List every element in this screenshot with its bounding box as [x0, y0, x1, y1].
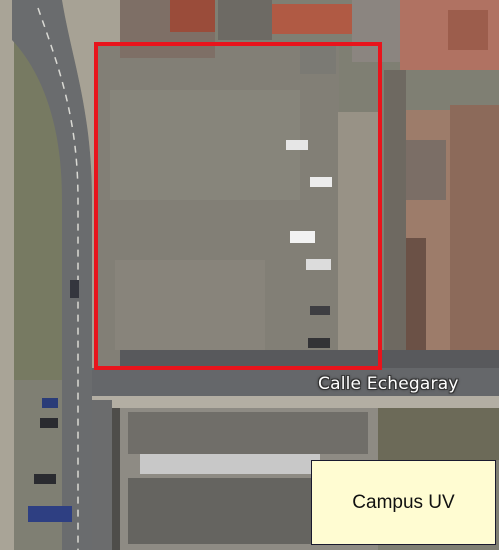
lot-light-patch: [115, 260, 265, 350]
long-roof: [338, 112, 380, 350]
rooftop: [300, 44, 336, 74]
parked-car: [306, 259, 331, 270]
main-road: [12, 0, 92, 550]
rooftop: [352, 0, 400, 62]
parked-car: [40, 418, 58, 428]
parked-car: [290, 231, 315, 243]
lot-light-patch: [110, 90, 300, 200]
rooftop: [170, 0, 215, 32]
parked-car: [310, 177, 332, 187]
lower-road: [92, 400, 112, 550]
rooftop: [218, 0, 272, 40]
campus-roof-vents: [140, 454, 320, 474]
parked-car: [308, 338, 330, 348]
long-roof: [384, 70, 406, 355]
campus-building-edge: [112, 408, 120, 550]
rooftop: [272, 4, 352, 34]
sidewalk-left: [0, 0, 14, 550]
parked-car: [42, 398, 58, 408]
street-echegaray: [92, 368, 499, 398]
roof-shadow: [406, 140, 446, 200]
campus-label: Campus UV: [352, 491, 455, 513]
rooftop: [448, 10, 488, 50]
parked-car: [310, 306, 330, 315]
roof-shadow: [450, 105, 499, 355]
campus-callout: Campus UV: [311, 460, 496, 545]
parking-lot-highlight: [94, 42, 382, 370]
parked-car: [28, 506, 72, 522]
campus-roof: [128, 412, 368, 454]
roof-shadow: [406, 238, 426, 350]
street-edge: [120, 350, 499, 368]
street-sidewalk: [92, 396, 499, 408]
parked-car: [34, 474, 56, 484]
road-centerline: [37, 7, 79, 550]
parked-car: [70, 280, 79, 298]
street-label: Calle Echegaray: [318, 374, 459, 394]
garden-area: [378, 408, 499, 460]
parked-car: [286, 140, 308, 150]
